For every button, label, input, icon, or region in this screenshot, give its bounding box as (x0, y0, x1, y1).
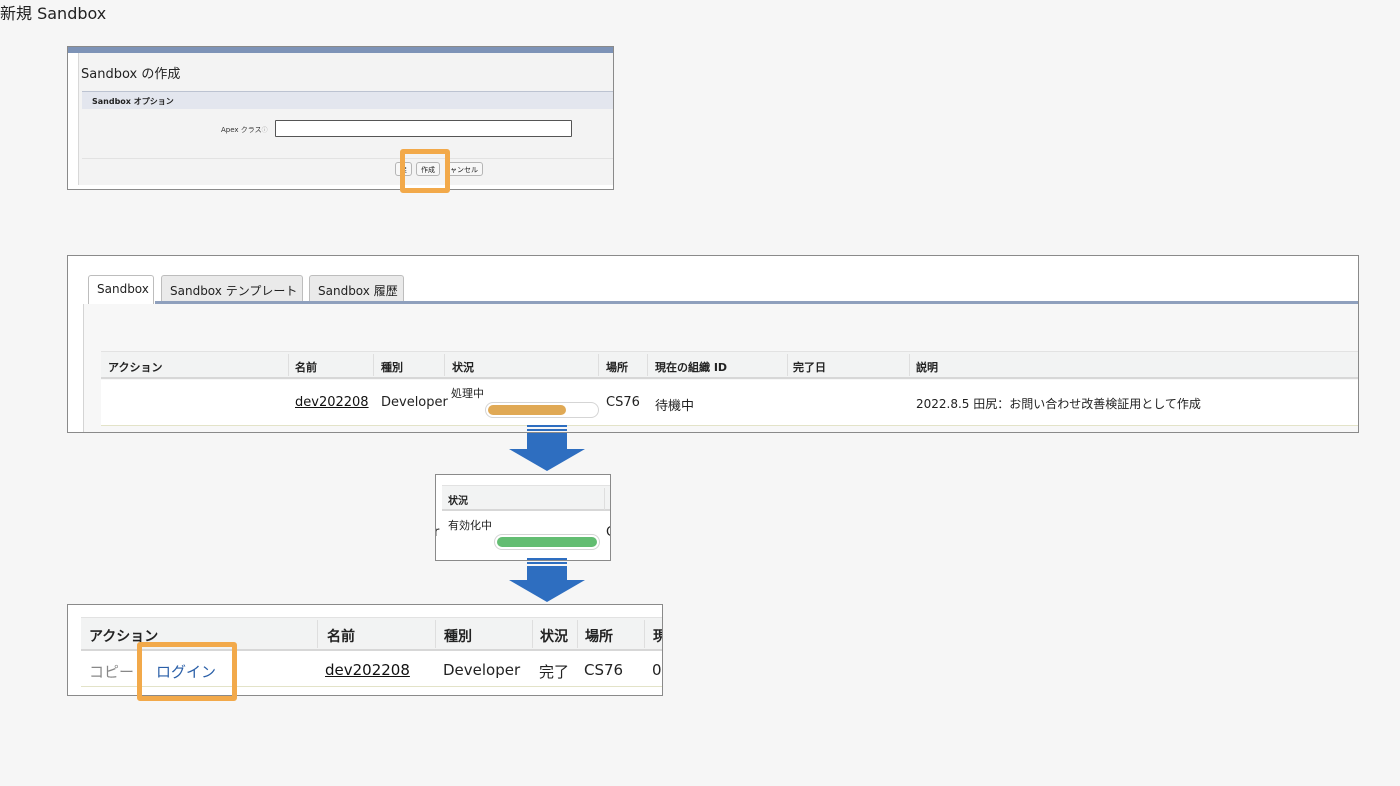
info-icon: ⓘ (261, 127, 268, 134)
col-name: 名前 (295, 361, 317, 374)
sandbox-description: 2022.8.5 田尻：お問い合わせ改善検証用として作成 (916, 397, 1201, 411)
col-org-id: 現在の組織 ID (655, 361, 728, 374)
sandbox-name-link[interactable]: dev202208 (295, 395, 369, 410)
col-name: 名前 (327, 629, 355, 645)
col-location: 場所 (606, 361, 628, 374)
top-bar (68, 47, 613, 53)
table-row: dev202208 Developer 処理中 CS76 待機中 2022.8.… (101, 380, 1358, 426)
org-id: 0 (652, 661, 662, 679)
progress-fill (497, 537, 597, 547)
col-org-id: 現 (653, 626, 662, 646)
down-arrow-icon (509, 558, 585, 602)
create-button[interactable]: 作成 (416, 162, 440, 176)
col-sep (288, 354, 289, 376)
page-title: Sandbox の作成 (81, 67, 181, 82)
col-sep (598, 354, 599, 376)
col-sep (577, 620, 578, 648)
sandbox-type: Developer (443, 661, 521, 679)
col-sep (444, 354, 445, 376)
apex-class-label: Apex クラスⓘ (221, 126, 268, 134)
sandbox-location: CS76 (584, 661, 624, 679)
highlight-login-link (137, 642, 237, 701)
status-header: 状況 (442, 485, 610, 511)
result-header: アクション 名前 種別 状況 場所 現 (81, 617, 662, 651)
col-action: アクション (108, 361, 163, 374)
col-sep (317, 620, 318, 648)
table-row: コピー ログイン dev202208 Developer 完了 CS76 0 (81, 651, 662, 687)
progress-fill (488, 405, 566, 415)
col-status: 状況 (540, 629, 568, 645)
result-panel: アクション 名前 種別 状況 場所 現 コピー ログイン dev202208 D… (67, 604, 663, 696)
table-header: アクション 名前 種別 状況 場所 現在の組織 ID 完了日 説明 (101, 351, 1358, 379)
status-snippet-panel: 状況 有効化中 r C (435, 474, 611, 561)
col-description: 説明 (916, 361, 938, 374)
login-link[interactable]: ログイン (156, 663, 217, 681)
highlight-create-button (400, 149, 450, 193)
tab-sandbox[interactable]: Sandbox (88, 275, 154, 304)
col-sep (644, 620, 645, 648)
cropped-text-right: C (606, 525, 610, 540)
col-sep (647, 354, 648, 376)
col-sep (435, 620, 436, 648)
new-sandbox-button[interactable]: 新規 Sandbox (0, 4, 107, 23)
tab-underline (155, 301, 1358, 304)
section-header: Sandbox オプション (82, 91, 613, 109)
col-sep (532, 620, 533, 648)
sandbox-status: 処理中 (451, 387, 484, 400)
col-type: 種別 (381, 361, 403, 374)
org-id: 待機中 (655, 399, 695, 414)
progress-bar (494, 534, 600, 550)
cropped-text-left: r (436, 525, 439, 540)
col-sep (604, 488, 605, 510)
tab-sandbox-template[interactable]: Sandbox テンプレート (161, 275, 303, 301)
sandbox-status: 完了 (539, 663, 570, 681)
cancel-button[interactable]: ャンセル (445, 162, 483, 176)
form-background (78, 53, 613, 185)
apex-class-input[interactable] (275, 120, 572, 137)
sandbox-type: Developer (381, 395, 448, 410)
sandbox-location: CS76 (606, 395, 640, 410)
divider (82, 158, 613, 159)
create-sandbox-panel: Sandbox の作成 Sandbox オプション Apex クラスⓘ 戻 作成… (67, 46, 614, 190)
col-action: アクション (89, 629, 159, 645)
col-status: 状況 (452, 361, 474, 374)
col-completed: 完了日 (793, 361, 826, 374)
tab-sandbox-history[interactable]: Sandbox 履歴 (309, 275, 404, 301)
col-type: 種別 (444, 629, 472, 645)
down-arrow-icon (509, 425, 585, 471)
col-sep (787, 354, 788, 376)
col-status: 状況 (448, 496, 468, 507)
col-sep (909, 354, 910, 376)
sandbox-name-link[interactable]: dev202208 (325, 661, 410, 679)
status-text: 有効化中 (448, 519, 492, 532)
progress-bar (485, 402, 599, 418)
copy-action[interactable]: コピー (89, 663, 135, 681)
col-location: 場所 (585, 629, 613, 645)
col-sep (373, 354, 374, 376)
